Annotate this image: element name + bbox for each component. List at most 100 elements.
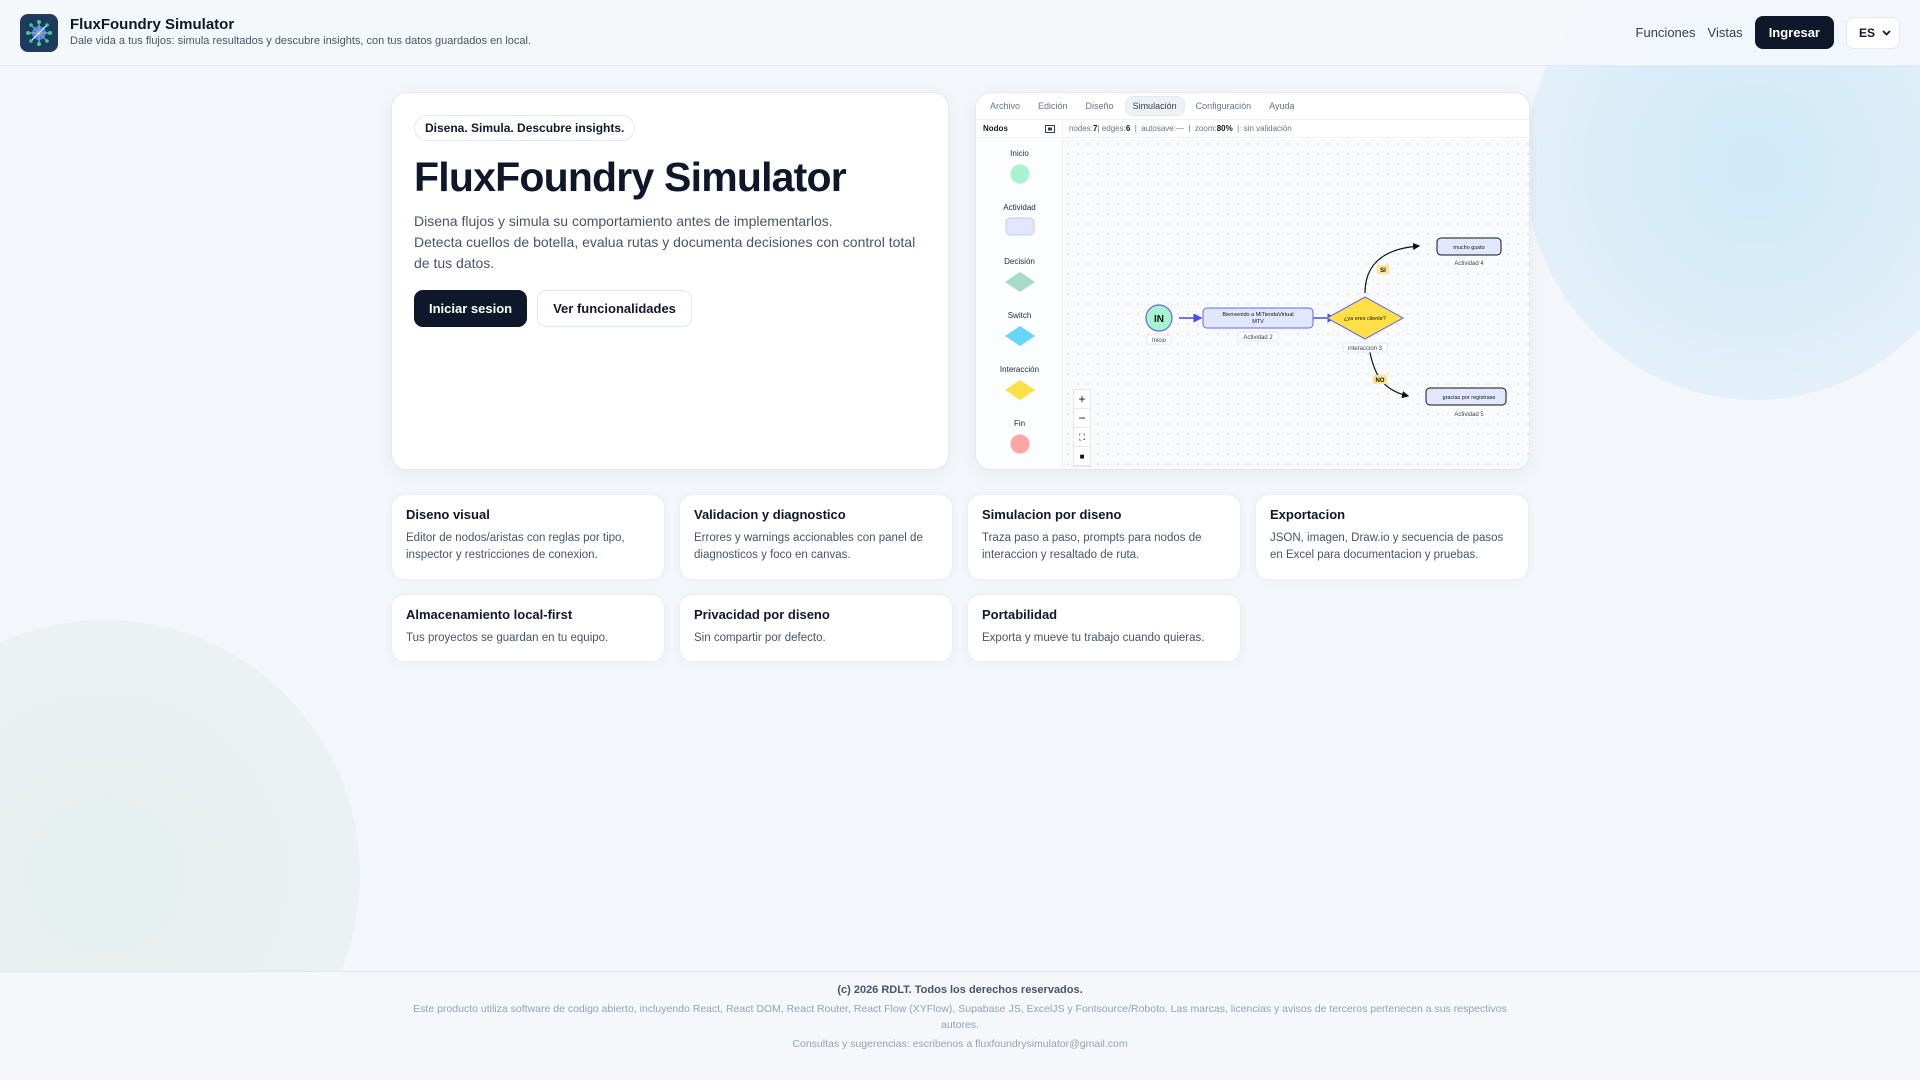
zoom-in-icon[interactable]: + xyxy=(1074,390,1090,409)
start-node-label: Inicio xyxy=(1152,338,1167,344)
feature-title: Privacidad por diseno xyxy=(694,607,830,622)
canvas-stats: nodes:7| edges:6 | autosave:— | zoom:80%… xyxy=(1069,124,1292,133)
feature-text: Errores y warnings accionables con panel… xyxy=(694,532,923,561)
lock-icon[interactable]: ■ xyxy=(1074,447,1090,466)
language-value: ES xyxy=(1859,25,1876,40)
palette-label: Switch xyxy=(1007,311,1032,320)
feature-card: Validacion y diagnostico Errores y warni… xyxy=(679,494,953,580)
preview-statusbar: Nodos nodes:7| edges:6 | autosave:— | zo… xyxy=(976,120,1529,138)
feature-card: Diseno visual Editor de nodos/aristas co… xyxy=(391,494,665,580)
hero-description: Disena flujos y simula su comportamiento… xyxy=(414,211,926,274)
feature-title: Validacion y diagnostico xyxy=(694,507,846,522)
chevron-down-icon xyxy=(1882,29,1891,36)
palette-item-inicio[interactable]: Inicio xyxy=(976,149,1063,187)
editor-preview: Archivo Edición Diseño Simulación Config… xyxy=(975,92,1530,470)
interaction-node-icon xyxy=(1004,380,1035,400)
activity-2-text-line2: MTV xyxy=(1252,319,1264,325)
feature-title: Portabilidad xyxy=(982,607,1058,622)
features-grid: Diseno visual Editor de nodos/aristas co… xyxy=(391,494,1530,662)
menu-configuracion[interactable]: Configuración xyxy=(1195,101,1252,111)
app-logo xyxy=(20,13,58,52)
activity-5-text: gracias por registrase xyxy=(1443,395,1496,401)
feature-text: Exporta y mueve tu trabajo cuando quiera… xyxy=(982,632,1205,644)
hero-description-line1: Disena flujos y simula su comportamiento… xyxy=(414,213,833,229)
palette-label: Decisión xyxy=(1004,257,1035,266)
feature-card: Almacenamiento local-first Tus proyectos… xyxy=(391,594,665,662)
panel-toggle-icon[interactable] xyxy=(1045,124,1055,133)
app-subtitle: Dale vida a tus flujos: simula resultado… xyxy=(70,35,532,47)
activity-node-icon xyxy=(1005,217,1034,236)
interaction-3-label: interaccion 3 xyxy=(1348,346,1383,352)
hero-description-line2: Detecta cuellos de botella, evalua rutas… xyxy=(414,234,916,271)
node-palette: Inicio Actividad Decisión Switch Interac… xyxy=(976,139,1063,469)
feature-title: Diseno visual xyxy=(406,507,490,522)
activity-4-text: mucho gusto xyxy=(1453,245,1485,251)
zoom-label: zoom: xyxy=(1194,124,1217,133)
main-nav: Funciones Vistas Ingresar ES xyxy=(1636,16,1900,49)
hero-card: Disena. Simula. Descubre insights. FluxF… xyxy=(391,92,949,470)
login-button[interactable]: Ingresar xyxy=(1754,16,1834,49)
hero-title: FluxFoundry Simulator xyxy=(414,154,847,200)
app-title: FluxFoundry Simulator xyxy=(70,16,235,33)
palette-title: Nodos xyxy=(983,124,1008,133)
palette-item-fin[interactable]: Fin xyxy=(976,419,1063,457)
interaction-3-text: ¿ya eres cliente? xyxy=(1344,316,1386,322)
zoom-out-icon[interactable]: − xyxy=(1074,409,1090,428)
flow-canvas[interactable]: SI NO IN Inicio Bienvenido a MiTiendaVir… xyxy=(1063,139,1529,469)
palette-item-switch[interactable]: Switch xyxy=(976,311,1063,349)
nav-link-funciones[interactable]: Funciones xyxy=(1635,25,1696,40)
zoom-value: 80% xyxy=(1216,124,1233,133)
palette-label: Interacción xyxy=(999,365,1040,374)
feature-card: Portabilidad Exporta y mueve tu trabajo … xyxy=(967,594,1241,662)
menu-archivo[interactable]: Archivo xyxy=(990,101,1021,111)
hero-actions: Iniciar sesion Ver funcionalidades xyxy=(414,290,926,327)
nav-link-vistas[interactable]: Vistas xyxy=(1707,25,1743,40)
edge-label-yes: SI xyxy=(1380,268,1386,274)
menu-edicion[interactable]: Edición xyxy=(1038,101,1068,111)
feature-text: JSON, imagen, Draw.io y secuencia de pas… xyxy=(1270,532,1504,561)
palette-label: Fin xyxy=(1013,419,1026,428)
preview-menubar: Archivo Edición Diseño Simulación Config… xyxy=(976,93,1529,120)
menu-diseno[interactable]: Diseño xyxy=(1085,101,1114,111)
oss-notice: Este producto utiliza software de codigo… xyxy=(413,1003,1507,1031)
nodes-count: 7 xyxy=(1093,124,1098,133)
autosave-status: autosave:— xyxy=(1141,124,1184,133)
copyright: (c) 2026 RDLT. Todos los derechos reserv… xyxy=(837,984,1083,996)
edges-label: edges: xyxy=(1101,124,1126,133)
canvas-zoom-controls: + − ⛶ ■ xyxy=(1073,389,1091,467)
activity-2-text-line1: Bienvenido a MiTiendaVirtual xyxy=(1222,312,1293,318)
activity-2-label: Actividad 2 xyxy=(1243,335,1273,341)
language-select[interactable]: ES xyxy=(1846,16,1900,49)
feature-text: Traza paso a paso, prompts para nodos de… xyxy=(982,532,1202,561)
feature-text: Sin compartir por defecto. xyxy=(694,632,826,644)
end-node-icon xyxy=(1009,434,1030,454)
palette-header: Nodos xyxy=(976,120,1063,137)
activity-4-label: Actividad 4 xyxy=(1454,261,1484,267)
start-node-icon xyxy=(1009,164,1030,184)
palette-label: Actividad xyxy=(1003,203,1036,212)
fit-view-icon[interactable]: ⛶ xyxy=(1074,428,1090,447)
decision-node-icon xyxy=(1004,272,1035,292)
menu-ayuda[interactable]: Ayuda xyxy=(1269,101,1295,111)
palette-item-actividad[interactable]: Actividad xyxy=(976,203,1063,239)
palette-item-decision[interactable]: Decisión xyxy=(976,257,1063,295)
view-features-button[interactable]: Ver funcionalidades xyxy=(537,290,692,327)
network-node-icon xyxy=(26,19,52,46)
feature-title: Exportacion xyxy=(1270,507,1346,522)
feature-text: Tus proyectos se guardan en tu equipo. xyxy=(406,632,609,644)
top-header: FluxFoundry Simulator Dale vida a tus fl… xyxy=(0,0,1920,66)
palette-item-interaccion[interactable]: Interacción xyxy=(976,365,1063,403)
feature-title: Almacenamiento local-first xyxy=(406,607,573,622)
switch-node-icon xyxy=(1004,326,1035,346)
feature-card: Privacidad por diseno Sin compartir por … xyxy=(679,594,953,662)
start-node-text: IN xyxy=(1154,314,1164,325)
nodes-label: nodes: xyxy=(1069,124,1094,133)
activity-5-label: Actividad 5 xyxy=(1454,412,1484,418)
tagline-pill: Disena. Simula. Descubre insights. xyxy=(414,115,636,141)
login-cta-button[interactable]: Iniciar sesion xyxy=(414,290,528,327)
contact-prefix: Consultas y sugerencias: escribenos a xyxy=(792,1038,973,1050)
contact-email-link[interactable]: fluxfoundrysimulator@gmail.com xyxy=(975,1038,1128,1050)
menu-simulacion[interactable]: Simulación xyxy=(1124,96,1185,116)
edge-label-no: NO xyxy=(1376,378,1385,384)
edges-count: 6 xyxy=(1125,124,1131,133)
